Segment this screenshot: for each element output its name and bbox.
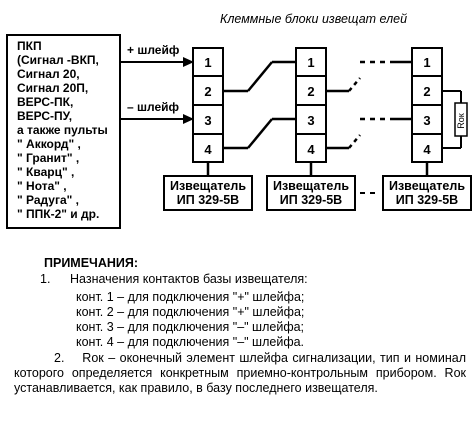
svg-text:ИП 329-5В: ИП 329-5В xyxy=(280,193,342,207)
plus-loop-wiring xyxy=(223,60,412,93)
terminal-3-label: 3 xyxy=(423,113,430,128)
contact-line: конт. 2 – для подключения "+" шлейфа; xyxy=(76,305,305,319)
terminal-2-label: 2 xyxy=(307,84,314,99)
plus-loop-label: + шлейф xyxy=(127,43,180,57)
detector-1: Извещатель ИП 329-5В xyxy=(163,175,253,211)
contact-line: конт. 4 – для подключения "–" шлейфа. xyxy=(76,335,305,349)
terminal-1-label: 1 xyxy=(204,55,211,70)
terminal-block-1: 1 2 3 4 xyxy=(192,47,224,163)
terminal-1-label: 1 xyxy=(307,55,314,70)
terminal-2-label: 2 xyxy=(423,84,430,99)
svg-text:ИП 329-5В: ИП 329-5В xyxy=(396,193,458,207)
resistor-label: Rок xyxy=(456,113,466,129)
notes-heading: ПРИМЕЧАНИЯ: xyxy=(44,256,139,270)
end-of-line-resistor: Rок xyxy=(442,90,468,149)
minus-loop-arrow xyxy=(120,114,194,124)
diagram-title: Клеммные блоки извещат елей xyxy=(220,12,407,26)
terminal-2-label: 2 xyxy=(204,84,211,99)
note-item-2: 2. Rок – оконечный элемент шлейфа сигнал… xyxy=(14,351,466,396)
terminal-4-label: 4 xyxy=(204,142,212,157)
detector-2: Извещатель ИП 329-5В xyxy=(266,175,356,211)
terminal-block-2: 1 2 3 4 xyxy=(295,47,327,163)
control-panel-text: ПКП (Сигнал -ВКП, Сигнал 20, Сигнал 20П,… xyxy=(17,39,111,221)
plus-loop-arrow xyxy=(120,57,194,67)
detector-3: Извещатель ИП 329-5В xyxy=(382,175,472,211)
terminal-4-label: 4 xyxy=(423,142,431,157)
minus-loop-wiring xyxy=(223,117,412,150)
terminal-3-label: 3 xyxy=(307,113,314,128)
svg-text:Извещатель: Извещатель xyxy=(170,179,246,193)
terminal-3-label: 3 xyxy=(204,113,211,128)
svg-text:Извещатель: Извещатель xyxy=(273,179,349,193)
note-item-1: 1.Назначения контактов базы извещателя: xyxy=(40,272,308,286)
svg-text:Извещатель: Извещатель xyxy=(389,179,465,193)
terminal-4-label: 4 xyxy=(307,142,315,157)
wiring-schematic: Клеммные блоки извещат елей ПКП (Сигнал … xyxy=(6,12,472,229)
terminal-1-label: 1 xyxy=(423,55,430,70)
contact-line: конт. 3 – для подключения "–" шлейфа; xyxy=(76,320,305,334)
contact-line: конт. 1 – для подключения "+" шлейфа; xyxy=(76,290,305,304)
terminal-block-3: 1 2 3 4 xyxy=(411,47,443,163)
svg-text:ИП 329-5В: ИП 329-5В xyxy=(177,193,239,207)
minus-loop-label: – шлейф xyxy=(127,100,180,114)
control-panel-box xyxy=(6,34,121,229)
